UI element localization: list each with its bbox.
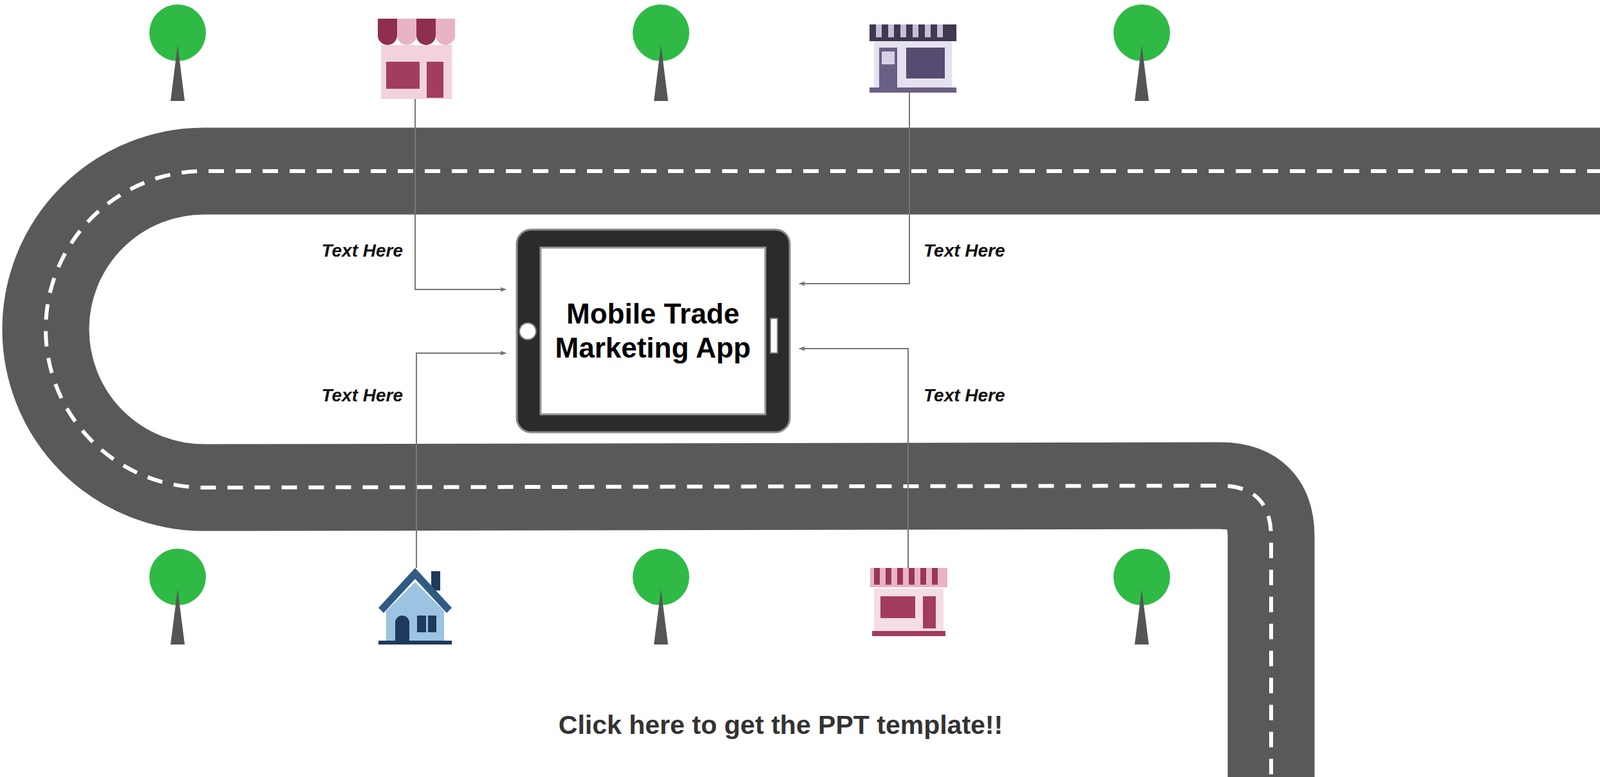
template-link-note: Click here to get the PPT template!! xyxy=(558,710,1003,741)
node-title: Mobile Trade Marketing App xyxy=(553,297,754,366)
text-label: Text Here xyxy=(321,385,403,407)
text-label: Text Here xyxy=(923,385,1006,407)
tablet-node: Mobile Trade Marketing App xyxy=(515,228,791,434)
tablet-body xyxy=(516,229,790,433)
home-button xyxy=(519,323,537,340)
leader-lines xyxy=(415,92,910,569)
shop-icon xyxy=(869,24,957,93)
text-label: Text Here xyxy=(321,240,403,262)
house-icon xyxy=(378,568,452,645)
shop-icon xyxy=(377,18,456,100)
shop-icon xyxy=(870,568,948,637)
road-centerline xyxy=(45,171,1600,777)
road xyxy=(45,171,1600,777)
trees xyxy=(149,4,1171,645)
tablet-outline xyxy=(515,228,791,434)
text-label: Text Here xyxy=(923,240,1006,262)
tablet-screen xyxy=(540,247,766,415)
side-button xyxy=(770,318,778,354)
